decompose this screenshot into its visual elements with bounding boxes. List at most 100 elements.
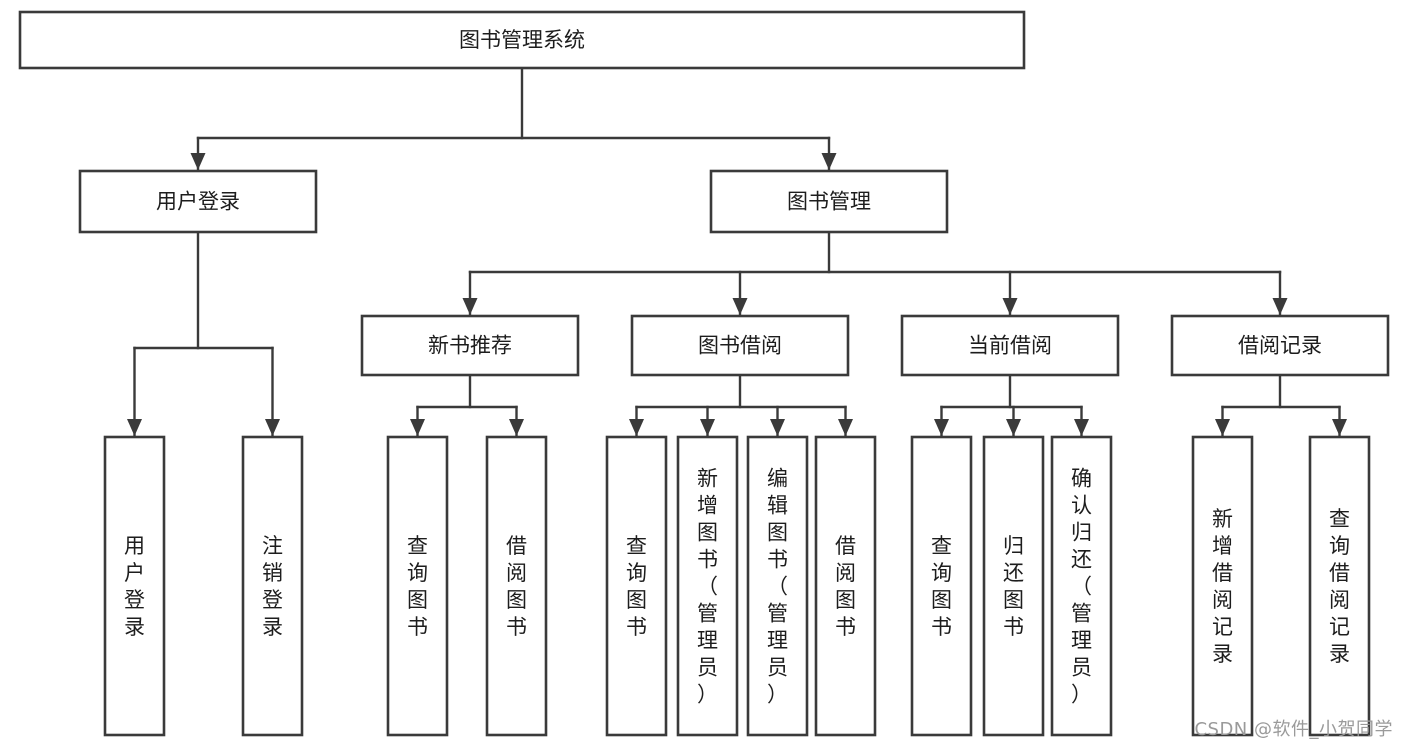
node-label-char: 用 bbox=[124, 534, 145, 558]
node-rect bbox=[386, 435, 449, 737]
node-label-char: 图 bbox=[1003, 588, 1024, 612]
node-label-char: 理 bbox=[767, 629, 788, 653]
arrow-head-icon bbox=[1332, 419, 1347, 436]
node-label-char: 还 bbox=[1071, 548, 1092, 572]
node-rect bbox=[103, 435, 166, 737]
node-label-char: 录 bbox=[124, 615, 145, 639]
node-label-char: 理 bbox=[697, 629, 718, 653]
arrow-head-icon bbox=[934, 419, 949, 436]
node-label: 用户登录 bbox=[156, 190, 240, 214]
arrow-head-icon bbox=[732, 298, 748, 315]
arrow-head-icon bbox=[410, 419, 425, 436]
connector-layer bbox=[127, 66, 1347, 438]
node-label-char: 查 bbox=[407, 534, 428, 558]
node-rect bbox=[18, 10, 1026, 70]
node-rect bbox=[1191, 435, 1254, 737]
node-rect bbox=[676, 435, 739, 737]
node-label-char: 书 bbox=[835, 615, 856, 639]
node-label-char: 录 bbox=[262, 615, 283, 639]
node-label-char: 增 bbox=[697, 494, 718, 518]
node-label-char: 增 bbox=[1212, 534, 1233, 558]
node-rect bbox=[709, 169, 949, 234]
node-label-char: 借 bbox=[835, 534, 856, 558]
node-level2-3[interactable]: 借阅记录 bbox=[1170, 314, 1390, 377]
node-rect bbox=[605, 435, 668, 737]
node-label-char: 询 bbox=[626, 561, 647, 585]
node-label-char: 图 bbox=[407, 588, 428, 612]
arrow-head-icon bbox=[1006, 419, 1021, 436]
node-label-char: 图 bbox=[931, 588, 952, 612]
node-label-char: 登 bbox=[262, 588, 283, 612]
node-label: 新书推荐 bbox=[428, 334, 512, 358]
node-level2-0[interactable]: 新书推荐 bbox=[360, 314, 580, 377]
node-rect bbox=[360, 314, 580, 377]
node-label-char: 询 bbox=[931, 561, 952, 585]
node-label-char: 书 bbox=[931, 615, 952, 639]
node-label-char: ） bbox=[697, 683, 718, 707]
node-label-char: 员 bbox=[697, 656, 718, 680]
node-label-char: （ bbox=[767, 575, 788, 599]
arrow-head-icon bbox=[1215, 419, 1230, 436]
node-label-char: 书 bbox=[407, 615, 428, 639]
arrow-head-icon bbox=[700, 419, 715, 436]
node-label-char: 图 bbox=[697, 521, 718, 545]
node-level2-1[interactable]: 图书借阅 bbox=[630, 314, 850, 377]
node-label-char: 管 bbox=[697, 602, 718, 626]
node-label-char: 归 bbox=[1003, 534, 1024, 558]
node-label-char: 书 bbox=[697, 548, 718, 572]
node-leaf-0[interactable]: 用户登录 bbox=[103, 435, 166, 737]
node-label-char: 阅 bbox=[1212, 588, 1233, 612]
node-rect bbox=[485, 435, 548, 737]
node-label-char: 销 bbox=[262, 561, 283, 585]
node-label: 图书管理 bbox=[787, 190, 871, 214]
node-label-char: 理 bbox=[1071, 629, 1092, 653]
arrow-head-icon bbox=[462, 298, 478, 315]
node-label-char: 新 bbox=[697, 467, 718, 491]
node-rect bbox=[982, 435, 1045, 737]
node-label-char: 阅 bbox=[506, 561, 527, 585]
node-label-char: 认 bbox=[1071, 494, 1092, 518]
node-label-char: 查 bbox=[931, 534, 952, 558]
node-label-char: 询 bbox=[1329, 534, 1350, 558]
node-level1-0[interactable]: 用户登录 bbox=[78, 169, 318, 234]
node-label-char: 借 bbox=[506, 534, 527, 558]
node-root[interactable]: 图书管理系统 bbox=[18, 10, 1026, 70]
node-rect bbox=[910, 435, 973, 737]
node-level2-2[interactable]: 当前借阅 bbox=[900, 314, 1120, 377]
node-label-char: 图 bbox=[626, 588, 647, 612]
node-rect bbox=[78, 169, 318, 234]
node-label-char: 还 bbox=[1003, 561, 1024, 585]
node-rect bbox=[1170, 314, 1390, 377]
node-label-char: 书 bbox=[506, 615, 527, 639]
node-level1-1[interactable]: 图书管理 bbox=[709, 169, 949, 234]
node-label-char: 查 bbox=[1329, 507, 1350, 531]
node-layer: 图书管理系统用户登录图书管理新书推荐图书借阅当前借阅借阅记录用户登录注销登录查询… bbox=[18, 10, 1390, 737]
node-label: 图书管理系统 bbox=[459, 28, 585, 52]
node-label-char: 查 bbox=[626, 534, 647, 558]
node-label-char: 书 bbox=[626, 615, 647, 639]
node-label-char: 书 bbox=[767, 548, 788, 572]
node-rect bbox=[900, 314, 1120, 377]
arrow-head-icon bbox=[190, 153, 206, 170]
node-rect bbox=[630, 314, 850, 377]
node-label-char: 新 bbox=[1212, 507, 1233, 531]
arrow-head-icon bbox=[265, 419, 280, 436]
node-label-char: 阅 bbox=[1329, 588, 1350, 612]
node-label: 借阅记录 bbox=[1238, 334, 1322, 358]
node-label-char: 管 bbox=[1071, 602, 1092, 626]
node-label-char: （ bbox=[1071, 575, 1092, 599]
node-label-char: 借 bbox=[1212, 561, 1233, 585]
